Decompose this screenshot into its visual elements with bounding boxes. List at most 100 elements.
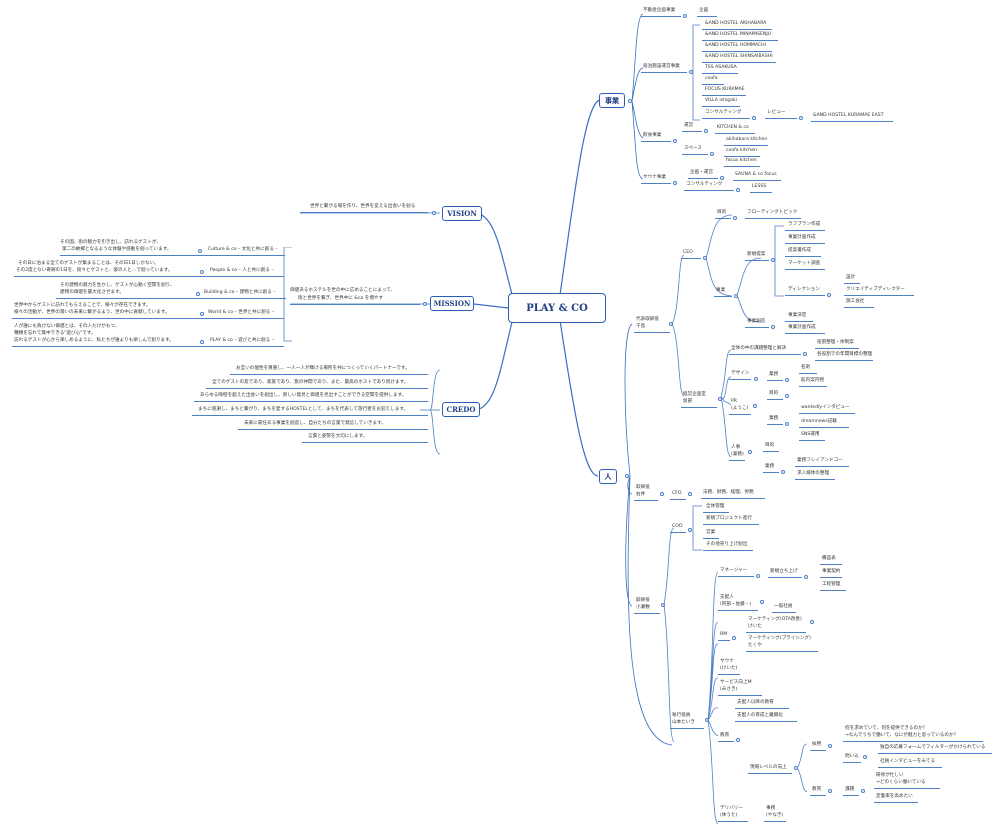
hito-mokuteki[interactable]: 目的	[717, 210, 727, 215]
pr-item-1[interactable]: wantedlyインタビュー	[801, 405, 850, 410]
hito-floating[interactable]: フローティングトピック	[747, 210, 798, 215]
hito-ceo-group-1[interactable]: 代表取締役	[636, 317, 659, 322]
hito-cfo-group-2[interactable]: 右井	[636, 492, 646, 497]
hito-shihainin-2[interactable]: (阿部・佐藤・)	[720, 602, 752, 607]
kadai-item-1[interactable]: 研修が忙しい	[876, 773, 904, 778]
genba-toikomi[interactable]: 問い込	[845, 754, 859, 759]
saiyo-q-1[interactable]: 何を求めていて、何を提供できるのか？	[845, 726, 928, 731]
pr-gyomu[interactable]: 業務	[769, 416, 779, 421]
coo-item-4[interactable]: その他売り上げ創出	[706, 542, 748, 547]
shihainin-task-2[interactable]: 支配人の育成と離職化	[737, 713, 783, 718]
hito-jinji-2[interactable]: (兼務)	[731, 452, 744, 457]
mission-item-2-label[interactable]: People & co – 人と共に創る –	[210, 268, 274, 273]
hito-jigyo[interactable]: 事業	[716, 288, 726, 293]
jigyo-sauna-kikaku[interactable]: 企画・運営	[690, 170, 713, 175]
branch-credo[interactable]: CREDO	[442, 402, 480, 417]
rm-marketing2-a[interactable]: マーケティング(プライシング)	[748, 636, 811, 641]
jigyo-kitchen[interactable]: KITCHEN & co	[717, 125, 749, 130]
tachiage-item-3[interactable]: 工程管理	[822, 582, 841, 587]
pr-mokuteki[interactable]: 目的	[769, 391, 779, 396]
hito-genba[interactable]: 現場レベルの向上	[750, 765, 787, 770]
zentai-item-1[interactable]: 役割整理・体制案	[817, 340, 854, 345]
design-item-2[interactable]: 館内案内物	[801, 378, 824, 383]
hito-service-1[interactable]: サービス向上M	[720, 680, 752, 685]
jigyo-shukuhaku[interactable]: 宿泊施設運営事業	[643, 64, 680, 69]
hito-kyoiku[interactable]: 教育	[720, 733, 730, 738]
direction-sekkei[interactable]: 設計	[846, 275, 856, 280]
hostel-8[interactable]: VILLA ishigaki	[705, 98, 737, 103]
kitchen-3[interactable]: focus kitchen	[726, 158, 757, 163]
kitchen-2[interactable]: coofa kitchen	[726, 148, 757, 153]
hostel-2[interactable]: &AND HOSTEL MINAMISENJU	[705, 32, 772, 37]
cfo-items[interactable]: 法務、財務、経理、労務	[703, 490, 754, 495]
jinji-item-2[interactable]: 求人媒体の整理	[797, 471, 830, 476]
hostel-5[interactable]: TSS ASAKUSA	[705, 65, 737, 70]
design-gyomu[interactable]: 業務	[769, 372, 779, 377]
hostel-3[interactable]: &AND HOSTEL HOMMACHI	[705, 43, 766, 48]
saiyo-q-2[interactable]: →なんでうちで働いて、なにが魅力と思っているのか？	[845, 733, 959, 738]
shinki-item-4[interactable]: マーケット調査	[788, 261, 821, 266]
hito-pr-1[interactable]: PR	[731, 399, 737, 404]
hostel-4[interactable]: &AND HOSTEL SHINSAIBASHI	[705, 54, 773, 59]
direction-creative[interactable]: クリエイティブディレクター	[846, 287, 905, 292]
jigyo-consulting[interactable]: コンサルティング	[705, 110, 742, 115]
hito-service-2[interactable]: (みさき)	[720, 687, 738, 692]
hito-jimu-1[interactable]: 事務	[766, 806, 776, 811]
mission-item-5-label[interactable]: PLAY & co – 遊びと共に創る –	[210, 338, 274, 343]
branch-mission[interactable]: MISSION	[430, 296, 474, 311]
hito-delivery-1[interactable]: デリバリー	[720, 806, 743, 811]
hito-design[interactable]: デザイン	[731, 371, 750, 376]
hostel-6[interactable]: coofa	[705, 76, 718, 81]
hito-keiei-2[interactable]: 坂部	[683, 399, 693, 404]
hito-ceo-group-2[interactable]: 千島	[636, 324, 646, 329]
branch-jigyo[interactable]: 事業	[599, 93, 625, 108]
kadai-item-2[interactable]: →どのくらい働いている	[876, 780, 926, 785]
root-node[interactable]: PLAY & CO	[508, 293, 606, 323]
jinji-mokuteki[interactable]: 目的	[765, 443, 775, 448]
jigyo-unei[interactable]: 運営	[684, 123, 694, 128]
genba-kyoiku[interactable]: 教育	[812, 787, 822, 792]
jigyo-sauna-focus[interactable]: SAUNA & co focus	[735, 172, 777, 177]
hito-jinji-1[interactable]: 人事	[731, 445, 741, 450]
hito-sauna-1[interactable]: サウナ	[720, 659, 734, 664]
hito-coo-group-1[interactable]: 取締役	[636, 598, 650, 603]
coo-item-1[interactable]: 全体管理	[706, 504, 725, 509]
hito-shinki[interactable]: 新規提案	[747, 252, 766, 257]
genba-saiyo[interactable]: 採用	[812, 742, 822, 747]
shihainin-task-1[interactable]: 支配人以降の教育	[737, 700, 774, 705]
jigyo-sauna[interactable]: サウナ事業	[643, 175, 666, 180]
hito-zentai[interactable]: 全体の中の課題整理と解決	[731, 346, 787, 351]
rm-marketing1-b[interactable]: けいた	[748, 624, 762, 629]
mission-item-4-label[interactable]: World & co – 世界と共に創る –	[208, 310, 275, 315]
hito-keiei-1[interactable]: 経営企画室	[683, 392, 706, 397]
tachiage-item-2[interactable]: 事業契約	[822, 569, 841, 574]
jigyo-lesss[interactable]: LESSS	[752, 184, 767, 189]
branch-hito[interactable]: 人	[599, 469, 617, 484]
toikomi-item-1[interactable]: 独自の応募フォームでフィルターがかけられている	[880, 745, 986, 750]
shinki-item-2[interactable]: 事業計画作成	[788, 235, 816, 240]
hito-pr-2[interactable]: (ようこ)	[731, 406, 749, 411]
hito-delivery-2[interactable]: (体うた)	[720, 813, 738, 818]
kizon-item-1[interactable]: 事業決定	[788, 313, 807, 318]
jigyo-kikaku[interactable]: 企画	[699, 8, 709, 13]
jinji-item-1[interactable]: 業務フレイアンドコー	[797, 458, 843, 463]
jigyo-sauna-consulting[interactable]: コンサルティング	[686, 182, 723, 187]
pr-item-3[interactable]: SNS運用	[801, 432, 820, 437]
hito-shinki-tachiage[interactable]: 新規立ち上げ	[770, 569, 798, 574]
hito-coo[interactable]: COO	[672, 524, 683, 529]
shinki-item-1[interactable]: ラフプラン作成	[788, 222, 821, 227]
jigyo-review[interactable]: レビュー	[767, 110, 786, 115]
coo-item-2[interactable]: 新規プロジェクト進行	[706, 516, 752, 521]
mission-item-1-label[interactable]: Culture & co – 文化と共に創る –	[208, 247, 278, 252]
hito-shikko-1[interactable]: 執行役員	[672, 713, 691, 718]
hito-ceo[interactable]: CEO	[683, 250, 693, 255]
hostel-1[interactable]: &AND HOSTEL AKIHABARA	[705, 21, 767, 26]
branch-vision[interactable]: VISION	[442, 206, 482, 221]
hito-shihainin-1[interactable]: 支配人	[720, 595, 734, 600]
hito-direction[interactable]: ディレクション	[788, 287, 820, 292]
rm-marketing1-a[interactable]: マーケティング(OTA改善)	[748, 617, 802, 622]
hito-ippan[interactable]: 一般社員	[774, 604, 793, 609]
direction-seko[interactable]: 施工会社	[846, 299, 865, 304]
hito-sauna-2[interactable]: (けいた)	[720, 666, 738, 671]
jigyo-fudosan[interactable]: 不動産企画事業	[643, 8, 676, 13]
